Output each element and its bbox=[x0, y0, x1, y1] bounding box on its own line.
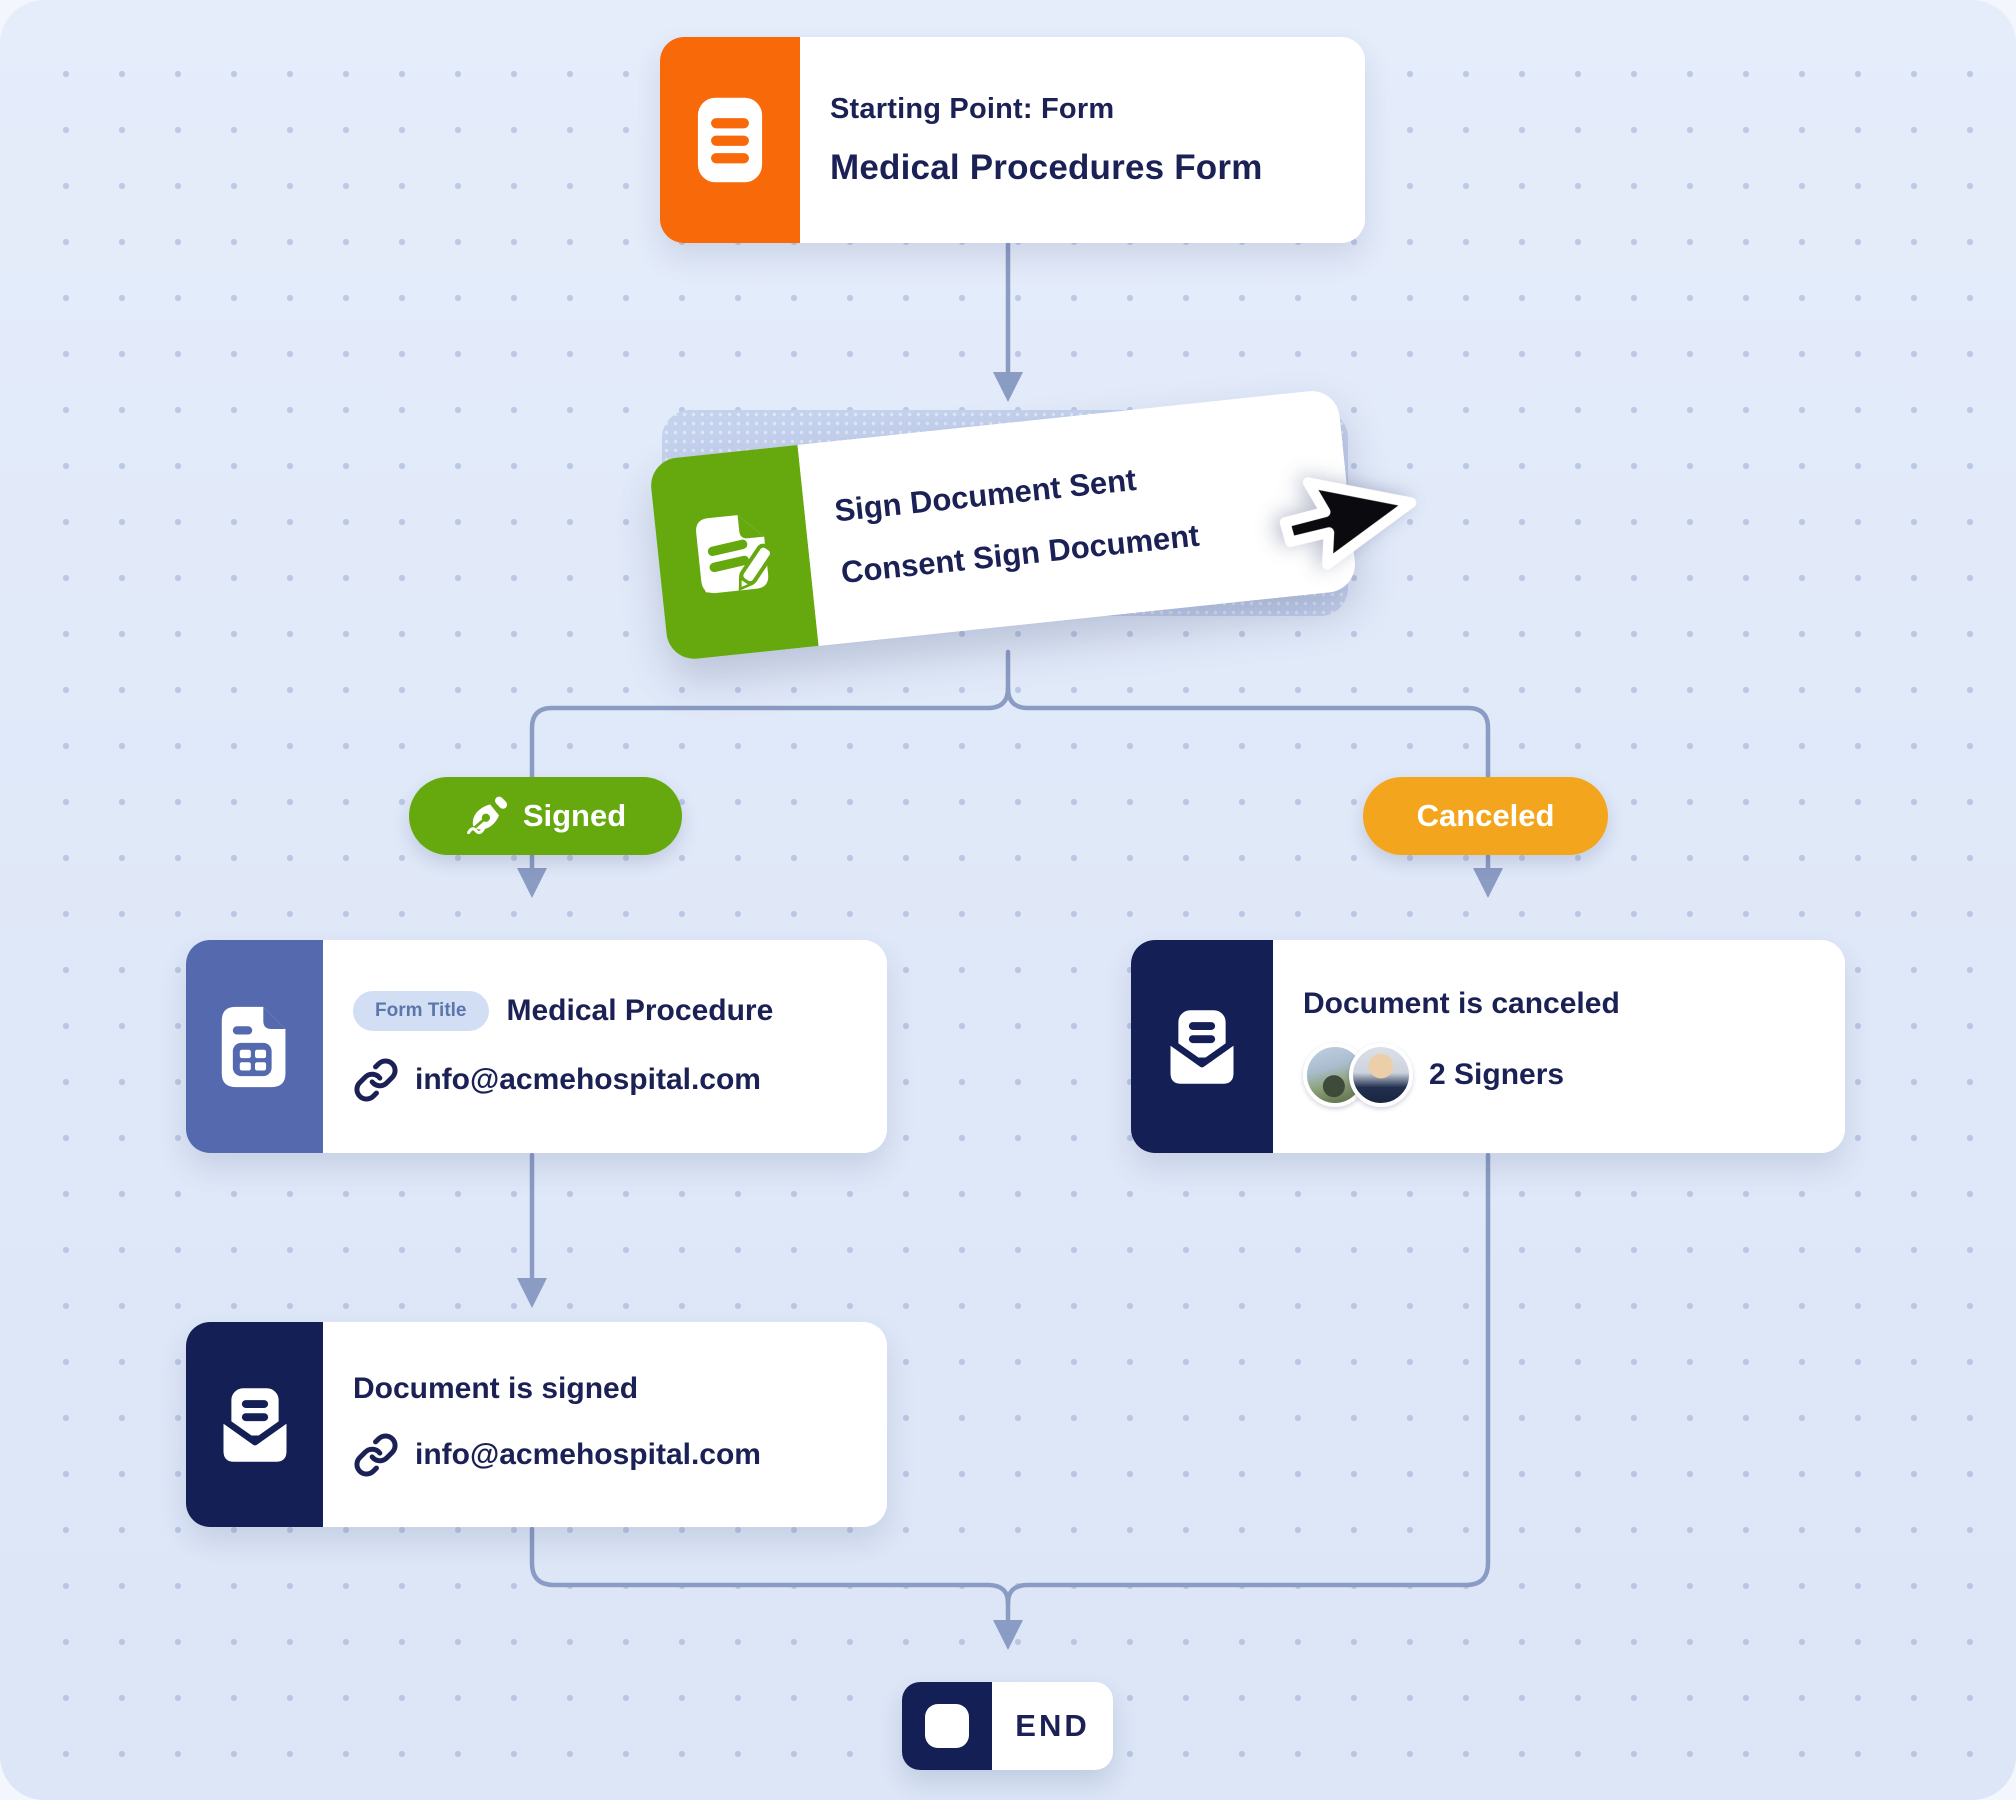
form-node-link: info@acmehospital.com bbox=[415, 1062, 761, 1096]
connector-branch-left bbox=[529, 685, 1011, 871]
branch-canceled-label: Canceled bbox=[1416, 798, 1555, 833]
node-canceled-result[interactable]: Document is canceled 2 Signers bbox=[1131, 940, 1845, 1153]
branch-signed-label: Signed bbox=[522, 798, 627, 833]
signers-count-label: 2 Signers bbox=[1429, 1057, 1565, 1091]
form-lines-icon bbox=[697, 97, 763, 183]
canceled-node-signers-row: 2 Signers bbox=[1303, 1042, 1845, 1107]
node-form-result[interactable]: Form Title Medical Procedure info@acmeho… bbox=[186, 940, 887, 1153]
start-node-body: Starting Point: Form Medical Procedures … bbox=[800, 37, 1365, 243]
sign-document-icon bbox=[696, 515, 775, 594]
arrowheads bbox=[517, 372, 1503, 1650]
branch-pill-signed[interactable]: Signed bbox=[409, 777, 682, 855]
envelope-open-icon bbox=[1168, 1009, 1236, 1084]
form-node-link-row[interactable]: info@acmehospital.com bbox=[353, 1057, 887, 1103]
canceled-node-title: Document is canceled bbox=[1303, 986, 1620, 1020]
signed-node-link: info@acmehospital.com bbox=[415, 1437, 761, 1471]
signer-avatars bbox=[1303, 1042, 1413, 1107]
signed-node-body: Document is signed info@acmehospital.com bbox=[323, 1322, 887, 1527]
arrowhead-to-signedmail bbox=[517, 1278, 547, 1308]
pen-nib-icon bbox=[466, 796, 507, 835]
end-node-label: END bbox=[1015, 1708, 1090, 1743]
signer-avatar-2 bbox=[1349, 1042, 1413, 1107]
end-node-accent-panel bbox=[902, 1682, 992, 1770]
link-icon bbox=[354, 1432, 398, 1477]
stop-square-icon bbox=[925, 1704, 969, 1748]
link-icon bbox=[354, 1057, 398, 1102]
arrowhead-to-end bbox=[993, 1620, 1023, 1650]
signed-node-title: Document is signed bbox=[353, 1371, 639, 1405]
canceled-node-body: Document is canceled 2 Signers bbox=[1273, 940, 1845, 1153]
form-node-body: Form Title Medical Procedure info@acmeho… bbox=[323, 940, 887, 1153]
arrowhead-to-form bbox=[517, 868, 547, 898]
connector-merge-left bbox=[529, 1526, 1011, 1606]
signed-node-link-row[interactable]: info@acmehospital.com bbox=[353, 1432, 887, 1478]
node-signed-result[interactable]: Document is signed info@acmehospital.com bbox=[186, 1322, 887, 1527]
node-end[interactable]: END bbox=[902, 1682, 1113, 1770]
connector-branch-right bbox=[1005, 685, 1491, 871]
node-starting-point[interactable]: Starting Point: Form Medical Procedures … bbox=[660, 37, 1365, 243]
sign-node-accent-panel bbox=[648, 445, 819, 662]
mouse-cursor-icon bbox=[1279, 477, 1417, 570]
envelope-open-icon bbox=[221, 1387, 288, 1462]
node-sign-document[interactable]: Sign Document Sent Consent Sign Document bbox=[648, 388, 1358, 662]
start-node-accent-panel bbox=[660, 37, 800, 243]
start-node-title: Medical Procedures Form bbox=[830, 147, 1263, 187]
form-node-title-row: Form Title Medical Procedure bbox=[353, 990, 887, 1031]
form-grid-icon bbox=[221, 1006, 285, 1087]
signed-node-accent-panel bbox=[186, 1322, 323, 1527]
connector-merge-right bbox=[1005, 1152, 1491, 1606]
canceled-node-accent-panel bbox=[1131, 940, 1273, 1153]
branch-pill-canceled[interactable]: Canceled bbox=[1363, 777, 1608, 855]
form-node-title: Medical Procedure bbox=[506, 993, 774, 1027]
start-node-label: Starting Point: Form bbox=[830, 92, 1115, 125]
arrowhead-to-canceled bbox=[1473, 868, 1503, 898]
form-node-accent-panel bbox=[186, 940, 323, 1153]
form-title-badge: Form Title bbox=[353, 990, 489, 1031]
arrowhead-to-sign bbox=[993, 372, 1023, 402]
